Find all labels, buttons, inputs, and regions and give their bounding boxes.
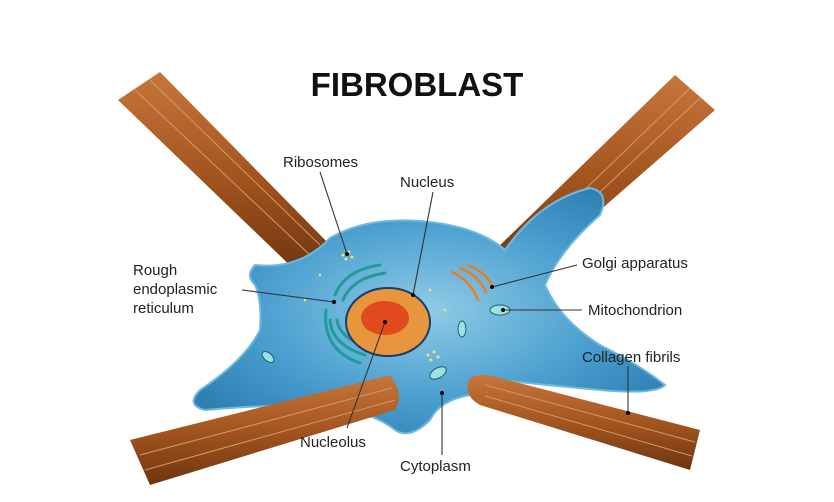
label-collagen: Collagen fibrils xyxy=(582,349,680,366)
collagen-fiber-top-left xyxy=(118,72,330,276)
label-rer-line3: reticulum xyxy=(133,300,194,317)
label-mitochondrion: Mitochondrion xyxy=(588,302,682,319)
label-nucleolus: Nucleolus xyxy=(300,434,366,451)
label-ribosomes: Ribosomes xyxy=(283,154,358,171)
mitochondrion xyxy=(457,320,467,338)
cell-body xyxy=(192,186,667,435)
rough-er xyxy=(324,263,387,365)
collagen-fiber-bottom-right xyxy=(467,375,700,470)
diagram-title: FIBROBLAST xyxy=(311,66,524,103)
label-golgi: Golgi apparatus xyxy=(582,255,688,272)
label-cytoplasm: Cytoplasm xyxy=(400,458,471,475)
mitochondrion xyxy=(429,366,447,380)
label-nucleus: Nucleus xyxy=(400,174,454,191)
label-rer-line1: Rough xyxy=(133,262,177,279)
nucleolus xyxy=(361,301,409,335)
mitochondrion xyxy=(261,351,275,363)
label-rer-line2: endoplasmic xyxy=(133,281,218,298)
golgi-apparatus xyxy=(450,263,494,302)
